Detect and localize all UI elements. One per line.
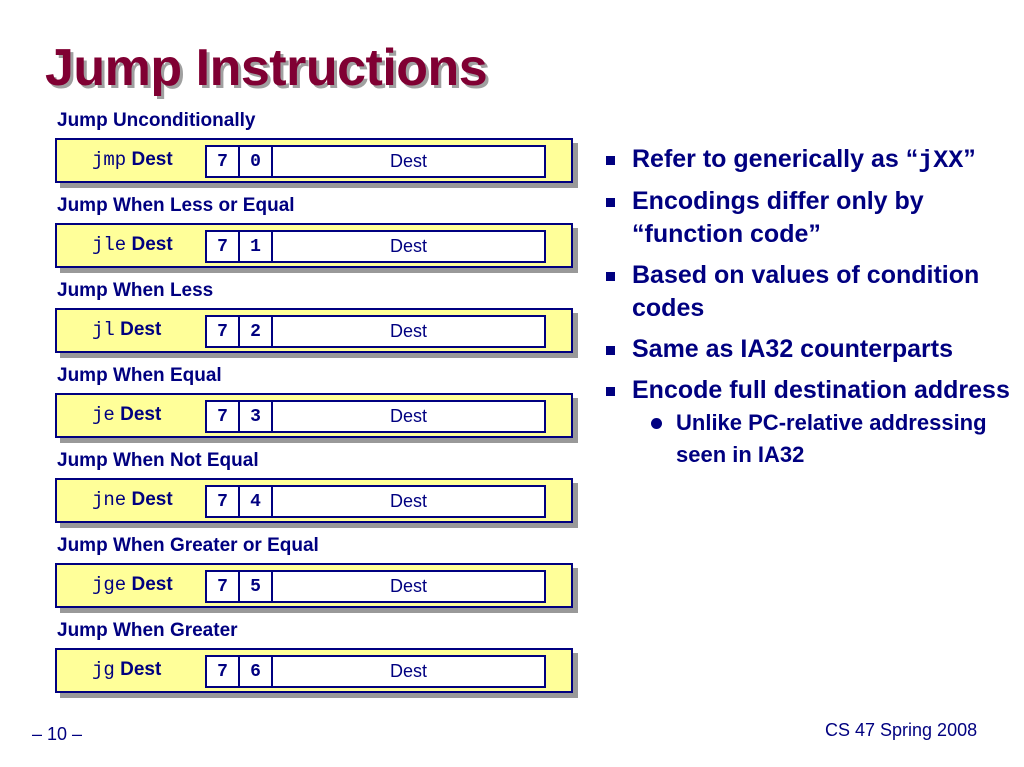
instruction-syntax: jne Dest (92, 489, 173, 511)
operand: Dest (131, 574, 173, 595)
mnemonic: jl (92, 319, 115, 341)
instruction-syntax: jge Dest (92, 574, 173, 596)
bullet-item: Encode full destination address (603, 374, 1018, 407)
function-byte: 4 (240, 487, 273, 516)
instruction-syntax: jg Dest (92, 659, 161, 681)
operand: Dest (131, 489, 173, 510)
square-bullet-icon (606, 272, 615, 281)
opcode-byte: 7 (207, 657, 240, 686)
opcode-byte: 7 (207, 147, 240, 176)
instruction-label: Jump When Greater (57, 620, 238, 641)
dest-field: Dest (389, 321, 427, 341)
bullet-code: jXX (918, 146, 964, 175)
opcode-byte: 7 (207, 487, 240, 516)
bullet-text: Same as IA32 counterparts (632, 335, 953, 363)
bullet-text: Encodings differ only by “function code” (632, 187, 924, 248)
function-byte: 2 (240, 317, 273, 346)
bullet-text: Encode full destination address (632, 376, 1010, 404)
bullet-list: Refer to generically as “jXX” Encodings … (603, 143, 1018, 471)
instruction-box: je Dest 7 3 Dest (55, 393, 573, 438)
mnemonic: jle (92, 234, 127, 256)
encoding: 7 1 Dest (205, 230, 546, 263)
encoding: 7 4 Dest (205, 485, 546, 518)
slide-title: Jump Instructions (45, 39, 488, 97)
operand: Dest (131, 149, 173, 170)
instruction-label: Jump When Equal (57, 365, 222, 386)
mnemonic: je (92, 404, 115, 426)
bullet-item: Same as IA32 counterparts (603, 333, 1018, 366)
bullet-text: Based on values of condition codes (632, 261, 980, 322)
bullet-text: ” (963, 145, 976, 173)
bullet-text: Refer to generically as “ (632, 145, 919, 173)
encoding: 7 6 Dest (205, 655, 546, 688)
page-number: – 10 – (32, 724, 83, 744)
opcode-byte: 7 (207, 402, 240, 431)
bullet-item: Encodings differ only by “function code” (603, 185, 1018, 251)
operand: Dest (120, 404, 162, 425)
instruction-label: Jump When Greater or Equal (57, 535, 319, 556)
encoding: 7 3 Dest (205, 400, 546, 433)
square-bullet-icon (606, 346, 615, 355)
sub-bullet-item: Unlike PC-relative addressing seen in IA… (648, 407, 1018, 471)
bullet-item: Refer to generically as “jXX” (603, 143, 1018, 177)
instruction-label: Jump When Less or Equal (57, 195, 295, 216)
function-byte: 1 (240, 232, 273, 261)
function-byte: 6 (240, 657, 273, 686)
dest-field: Dest (389, 491, 427, 511)
instruction-syntax: jmp Dest (92, 149, 173, 171)
instruction-label: Jump When Not Equal (57, 450, 259, 471)
instruction-box: jle Dest 7 1 Dest (55, 223, 573, 268)
bullet-item: Based on values of condition codes (603, 259, 1018, 325)
mnemonic: jge (92, 574, 127, 596)
opcode-byte: 7 (207, 572, 240, 601)
operand: Dest (131, 234, 173, 255)
round-bullet-icon (651, 418, 662, 429)
instruction-list: Jump Unconditionally jmp Dest 7 0 Dest J… (55, 110, 573, 693)
operand: Dest (120, 319, 162, 340)
encoding: 7 5 Dest (205, 570, 546, 603)
dest-field: Dest (389, 406, 427, 426)
instruction-box: jmp Dest 7 0 Dest (55, 138, 573, 183)
function-byte: 0 (240, 147, 273, 176)
instruction-syntax: jle Dest (92, 234, 173, 256)
mnemonic: jg (92, 659, 115, 681)
instruction-box: jg Dest 7 6 Dest (55, 648, 573, 693)
square-bullet-icon (606, 198, 615, 207)
function-byte: 3 (240, 402, 273, 431)
instruction-label: Jump When Less (57, 280, 214, 301)
sub-bullet-text: Unlike PC-relative addressing seen in IA… (676, 410, 987, 467)
mnemonic: jne (92, 489, 127, 511)
instruction-syntax: je Dest (92, 404, 161, 426)
instruction-box: jl Dest 7 2 Dest (55, 308, 573, 353)
operand: Dest (120, 659, 162, 680)
function-byte: 5 (240, 572, 273, 601)
dest-field: Dest (389, 661, 427, 681)
dest-field: Dest (389, 236, 427, 256)
dest-field: Dest (389, 576, 427, 596)
instruction-syntax: jl Dest (92, 319, 161, 341)
opcode-byte: 7 (207, 232, 240, 261)
encoding: 7 0 Dest (205, 145, 546, 178)
instruction-box: jge Dest 7 5 Dest (55, 563, 573, 608)
opcode-byte: 7 (207, 317, 240, 346)
mnemonic: jmp (92, 149, 127, 171)
square-bullet-icon (606, 387, 615, 396)
square-bullet-icon (606, 156, 615, 165)
instruction-box: jne Dest 7 4 Dest (55, 478, 573, 523)
dest-field: Dest (389, 151, 427, 171)
encoding: 7 2 Dest (205, 315, 546, 348)
instruction-label: Jump Unconditionally (57, 110, 256, 131)
course-footer: CS 47 Spring 2008 (825, 720, 978, 740)
